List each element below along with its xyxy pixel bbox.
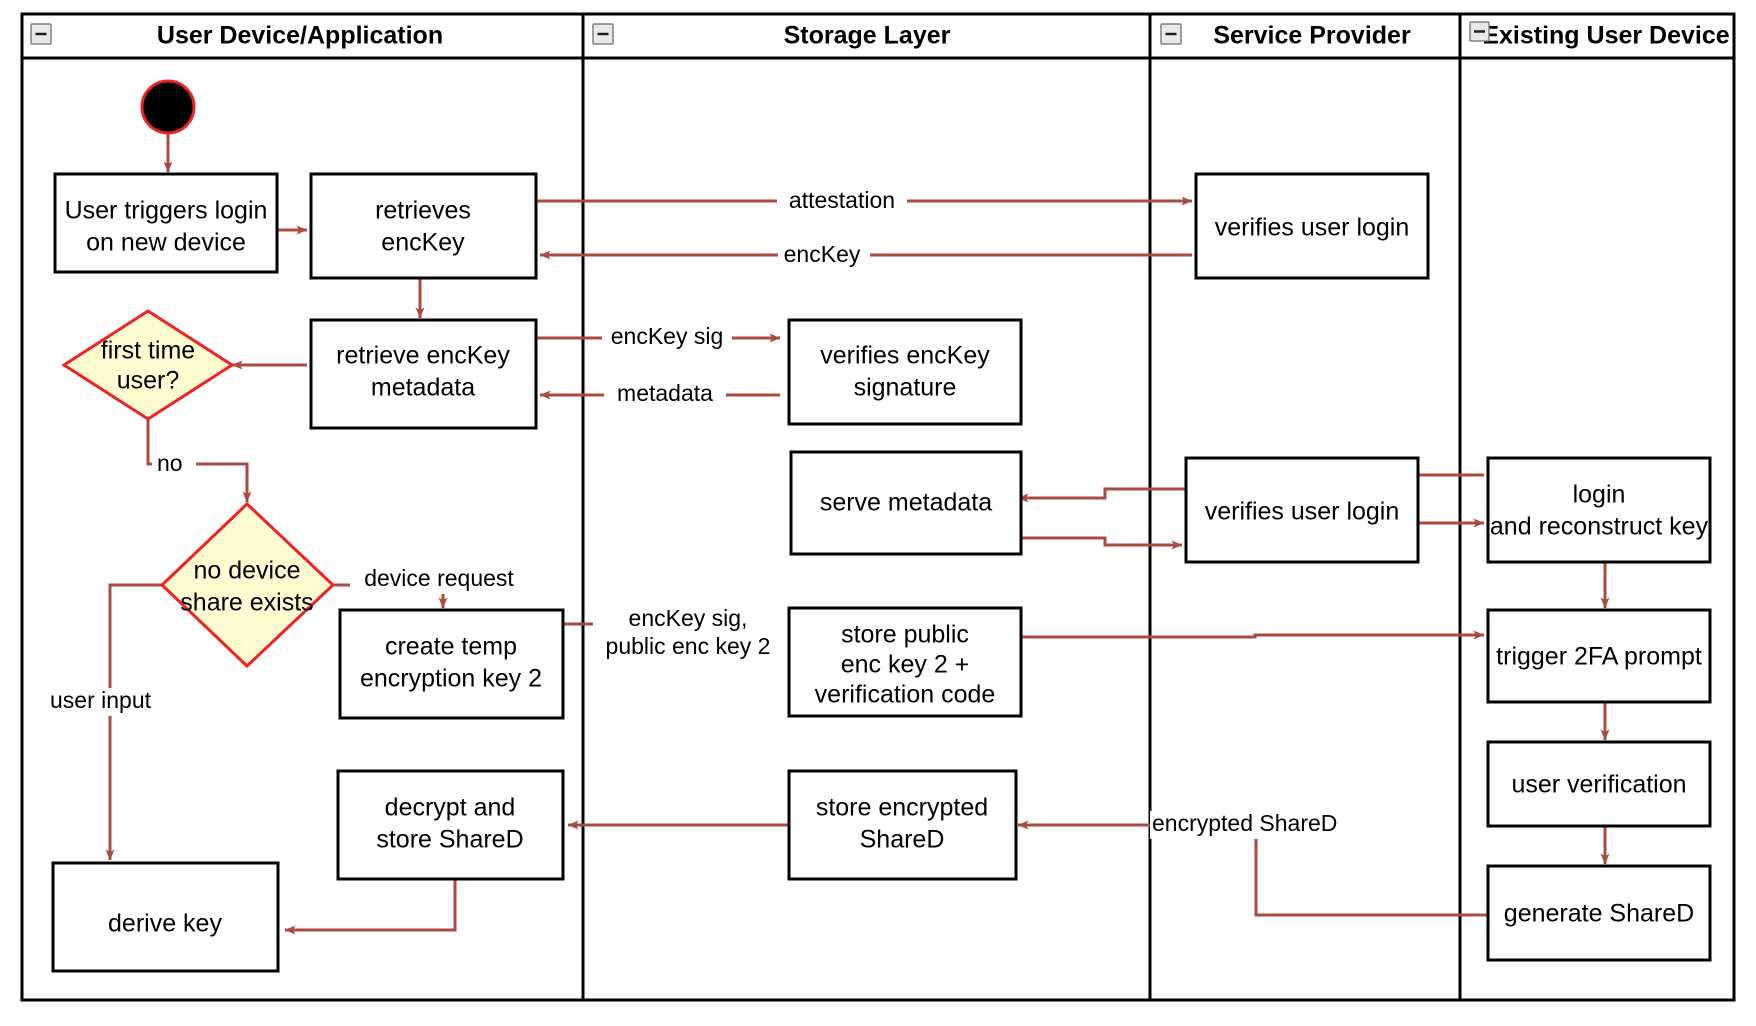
node-label-line1: create temp [385,633,517,661]
lane-collapse-toggle-existing-device[interactable] [1469,21,1490,42]
node-login-and-reconstruct-key[interactable]: login and reconstruct key [1486,456,1712,564]
node-label-line2: share exists [180,589,313,617]
node-label-line2: encKey [381,229,465,257]
node-serve-metadata[interactable]: serve metadata [789,450,1023,556]
node-label-line1: decrypt and [385,794,516,822]
node-label-line2: signature [854,374,957,402]
edge-label-attestation: attestation [777,187,907,215]
node-label-line1: no device [193,557,300,585]
edge-label-no: no [152,450,196,478]
node-label-line1: store public [841,621,969,649]
edge-label-enckey-text: encKey [784,241,861,267]
node-label-line1: first time [101,337,195,365]
lane-header-user-device: User Device/Application [157,22,443,50]
node-label-line1: retrieves [375,197,471,225]
lane-header-existing-device: Existing User Device [1482,22,1729,50]
node-label-line1: serve metadata [820,489,992,517]
node-generate-shared[interactable]: generate ShareD [1486,864,1712,962]
node-label-line2: enc key 2 + [841,651,970,679]
flow-user-input [105,583,162,861]
edge-label-encrypted-shared-text: encrypted ShareD [1152,810,1337,836]
flow-serve-metadata-out [1018,536,1183,550]
node-verifies-enckey-signature[interactable]: verifies encKey signature [787,318,1023,426]
node-store-encrypted-shared[interactable]: store encrypted ShareD [787,769,1018,881]
node-label-line2: and reconstruct key [1490,513,1709,541]
node-user-triggers-login[interactable]: User triggers login on new device [53,172,279,274]
flow-no-branch [146,415,252,503]
edge-label-enckey-sig: encKey sig [602,323,732,352]
edge-label-device-request-text: device request [364,565,514,591]
node-label-line3: verification code [815,681,996,709]
node-label-line1: verifies encKey [820,342,990,370]
edge-label-enckey: encKey [778,241,870,269]
edge-label-user-input-text: user input [50,687,152,713]
lane-collapse-toggle-service-provider[interactable] [1160,23,1182,45]
lane-header-service-provider: Service Provider [1213,22,1411,50]
node-label-line2: ShareD [860,826,945,854]
edge-label-enckey-sig-line2: public enc key 2 [606,633,771,659]
node-label-line1: derive key [108,910,222,938]
node-label-line2: encryption key 2 [360,665,542,693]
node-first-time-user-decision[interactable]: first time user? [61,309,235,421]
edge-label-metadata: metadata [604,380,726,409]
node-label-line2: user? [117,367,180,395]
initial-node [140,79,196,135]
node-create-temp-encryption-key-2[interactable]: create temp encryption key 2 [338,608,565,720]
edge-label-enckey-sig-line1: encKey sig, [629,605,748,631]
edge-label-user-input: user input [46,687,171,716]
lane-collapse-toggle-storage[interactable] [592,23,614,45]
node-label-line2: store ShareD [376,826,523,854]
node-user-verification[interactable]: user verification [1486,740,1712,828]
lane-title-storage: Storage Layer [784,22,951,50]
flow-encrypted-shared [1017,820,1496,917]
edge-label-enckey-sig-text: encKey sig [611,323,724,349]
flow-decrypt-to-derive-key [284,879,457,935]
edge-label-no-text: no [157,450,183,476]
node-label-line1: verifies user login [1205,498,1400,526]
node-store-public-enc-key-2[interactable]: store public enc key 2 + verification co… [787,606,1023,718]
edge-label-metadata-text: metadata [617,380,713,406]
edge-label-device-request: device request [350,565,528,594]
node-label-line1: user verification [1511,771,1686,799]
node-retrieve-enckey-metadata[interactable]: retrieve encKey metadata [309,318,538,430]
edge-label-encrypted-shared: encrypted ShareD [1150,810,1348,839]
lane-collapse-toggle-user-device[interactable] [30,23,52,45]
node-label-line1: login [1573,481,1626,509]
node-derive-key[interactable]: derive key [51,861,280,973]
node-no-device-share-exists-decision[interactable]: no device share exists [159,501,336,669]
lane-title-existing-device: Existing User Device [1482,22,1729,50]
node-label-line1: verifies user login [1215,214,1410,242]
flow-serve-metadata-in [1017,487,1186,503]
node-verifies-user-login-top[interactable]: verifies user login [1194,172,1430,280]
node-trigger-2fa-prompt[interactable]: trigger 2FA prompt [1486,608,1712,704]
node-decrypt-and-store-shared[interactable]: decrypt and store ShareD [336,769,565,881]
lane-header-storage: Storage Layer [784,22,951,50]
edge-label-enckey-sig-public-enc-key-2: encKey sig, public enc key 2 [593,605,783,663]
node-label-line1: User triggers login [65,197,268,225]
lane-title-user-device: User Device/Application [157,22,443,50]
node-retrieves-enckey[interactable]: retrieves encKey [309,172,538,280]
edge-label-attestation-text: attestation [789,187,895,213]
node-label-line2: metadata [371,374,475,402]
lane-title-service-provider: Service Provider [1213,22,1411,50]
node-label-line1: generate ShareD [1504,900,1694,928]
flow-store-public-to-trigger-2fa [1012,630,1485,640]
node-label-line1: store encrypted [816,794,988,822]
node-label-line2: on new device [86,229,246,257]
node-label-line1: trigger 2FA prompt [1496,643,1702,671]
node-verifies-user-login-mid[interactable]: verifies user login [1184,456,1420,564]
node-label-line1: retrieve encKey [336,342,510,370]
